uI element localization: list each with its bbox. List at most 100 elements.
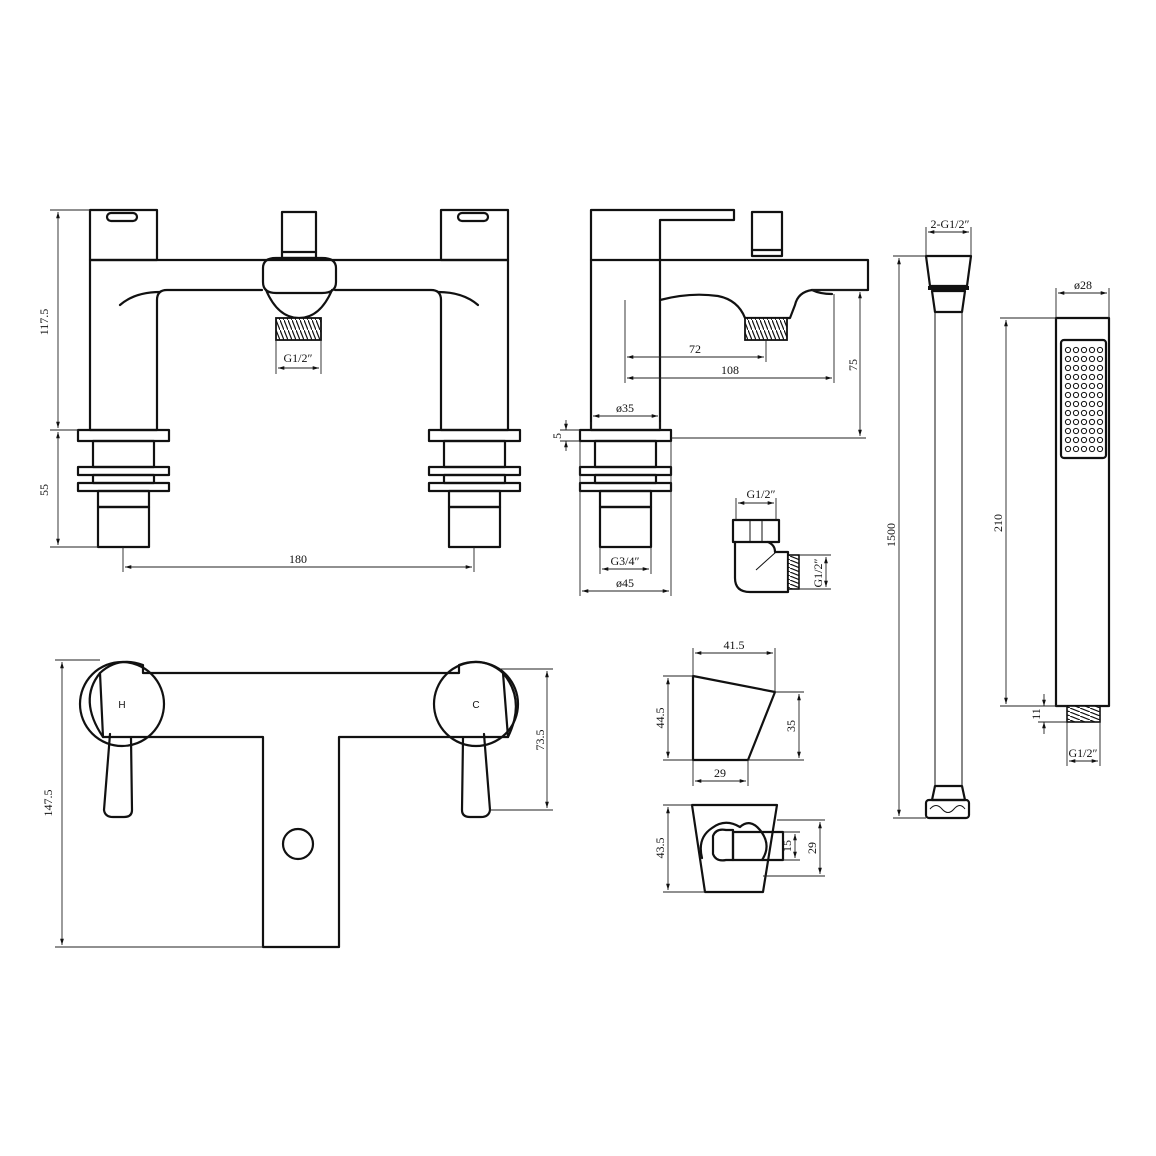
hot-handle: H bbox=[78, 660, 166, 819]
spray-nozzle bbox=[1080, 382, 1088, 390]
spray-nozzle bbox=[1088, 436, 1096, 444]
spray-nozzle bbox=[1080, 400, 1088, 408]
spray-nozzle bbox=[1088, 409, 1096, 417]
spray-nozzle bbox=[1072, 400, 1080, 408]
spray-nozzle bbox=[1080, 409, 1088, 417]
spray-nozzle bbox=[1096, 409, 1104, 417]
spray-nozzle bbox=[1064, 373, 1072, 381]
spray-nozzle bbox=[1064, 418, 1072, 426]
side-body-dia-dim: ø35 bbox=[616, 401, 634, 415]
spray-nozzle bbox=[1072, 436, 1080, 444]
holder-top-width-dim: 41.5 bbox=[724, 638, 745, 652]
spray-nozzle bbox=[1096, 346, 1104, 354]
spray-nozzle bbox=[1096, 391, 1104, 399]
spray-nozzle bbox=[1072, 382, 1080, 390]
handset-thread-len-dim: 11 bbox=[1029, 708, 1043, 720]
spray-nozzle bbox=[1096, 436, 1104, 444]
front-view: 117.5 55 180 G1/2″ bbox=[37, 208, 522, 572]
spray-nozzle bbox=[1088, 400, 1096, 408]
front-lower-height-dim: 55 bbox=[37, 484, 51, 496]
holder-front-inner-dim: 15 bbox=[780, 840, 794, 852]
front-centres-dim: 180 bbox=[289, 552, 307, 566]
front-right-mount bbox=[427, 428, 522, 549]
spray-nozzle bbox=[1080, 427, 1088, 435]
shower-handset: ø28 210 11 G1/2″ bbox=[991, 278, 1111, 766]
cold-handle: C bbox=[432, 660, 520, 819]
hot-label: H bbox=[118, 700, 125, 711]
diverter-knob-top bbox=[281, 827, 315, 861]
spray-nozzle bbox=[1080, 391, 1088, 399]
side-outlet-thread bbox=[744, 317, 788, 341]
spray-nozzle bbox=[1064, 346, 1072, 354]
plan-depth-dim: 147.5 bbox=[41, 790, 55, 817]
front-left-mount bbox=[76, 428, 171, 549]
spray-nozzle bbox=[1088, 346, 1096, 354]
front-right-handle bbox=[439, 208, 510, 262]
plan-view: H C 147.5 73.5 bbox=[41, 659, 553, 949]
spray-nozzle bbox=[1080, 418, 1088, 426]
side-thread-dim: G3/4″ bbox=[611, 554, 640, 568]
spray-nozzle bbox=[1072, 391, 1080, 399]
front-outlet-thread-dim: G1/2″ bbox=[284, 351, 313, 365]
spray-nozzle bbox=[1064, 427, 1072, 435]
front-body bbox=[88, 256, 510, 432]
spray-nozzle bbox=[1088, 427, 1096, 435]
spray-nozzle bbox=[1088, 382, 1096, 390]
side-body bbox=[589, 258, 870, 432]
holder-front-outer-dim: 29 bbox=[805, 842, 819, 854]
handset-thread-dim: G1/2″ bbox=[1069, 746, 1098, 760]
spray-nozzle bbox=[1064, 436, 1072, 444]
hose-length-dim: 1500 bbox=[884, 523, 898, 547]
spray-nozzle bbox=[1088, 418, 1096, 426]
spray-nozzle bbox=[1072, 346, 1080, 354]
front-dimensions: 117.5 55 180 G1/2″ bbox=[37, 209, 475, 572]
spray-nozzle bbox=[1088, 391, 1096, 399]
front-height-dim: 117.5 bbox=[37, 309, 51, 336]
holder-front-height-dim: 43.5 bbox=[653, 838, 667, 859]
spray-nozzle bbox=[1064, 409, 1072, 417]
spray-nozzle bbox=[1088, 355, 1096, 363]
spray-nozzle bbox=[1096, 427, 1104, 435]
handset-length-dim: 210 bbox=[991, 514, 1005, 532]
side-base-dia-dim: ø45 bbox=[616, 576, 634, 590]
shower-hose: 2-G1/2″ 1500 bbox=[884, 217, 973, 820]
spray-nozzle bbox=[1064, 391, 1072, 399]
spray-nozzle bbox=[1080, 355, 1088, 363]
spray-nozzle bbox=[1080, 364, 1088, 372]
holder-bottom-width-dim: 29 bbox=[714, 766, 726, 780]
spray-nozzle bbox=[1072, 373, 1080, 381]
hose-thread-dim: 2-G1/2″ bbox=[931, 217, 970, 231]
spray-nozzle bbox=[1096, 373, 1104, 381]
holder-right-height-dim: 35 bbox=[784, 720, 798, 732]
spray-nozzle bbox=[1072, 355, 1080, 363]
spray-nozzle bbox=[1096, 418, 1104, 426]
side-view: 72 108 75 ø35 5 G3/4″ ø45 bbox=[550, 208, 870, 596]
spray-nozzle bbox=[1096, 355, 1104, 363]
holder-front: 43.5 15 29 bbox=[653, 803, 825, 894]
front-outlet-thread bbox=[275, 317, 322, 341]
plan-handle-depth-dim: 73.5 bbox=[533, 730, 547, 751]
spray-nozzle bbox=[1080, 346, 1088, 354]
spray-nozzle bbox=[1080, 373, 1088, 381]
spray-nozzle bbox=[1064, 445, 1072, 453]
front-left-handle bbox=[88, 208, 159, 262]
spray-nozzle bbox=[1072, 445, 1080, 453]
spray-nozzle bbox=[1080, 436, 1088, 444]
spray-nozzle bbox=[1064, 364, 1072, 372]
spray-nozzle bbox=[1072, 409, 1080, 417]
spray-nozzle bbox=[1064, 355, 1072, 363]
holder-side: 41.5 44.5 35 29 bbox=[653, 638, 804, 786]
elbow-adaptor: G1/2″ G1/2″ bbox=[731, 487, 831, 594]
spray-nozzle bbox=[1088, 373, 1096, 381]
cold-label: C bbox=[472, 700, 479, 711]
spray-nozzle bbox=[1088, 364, 1096, 372]
spray-nozzle bbox=[1072, 427, 1080, 435]
spray-nozzle bbox=[1096, 400, 1104, 408]
side-reach-inner-dim: 72 bbox=[689, 342, 701, 356]
spray-nozzle bbox=[1072, 418, 1080, 426]
side-mount bbox=[578, 428, 673, 549]
side-diverter-knob bbox=[750, 210, 784, 258]
side-reach-outer-dim: 108 bbox=[721, 363, 739, 377]
